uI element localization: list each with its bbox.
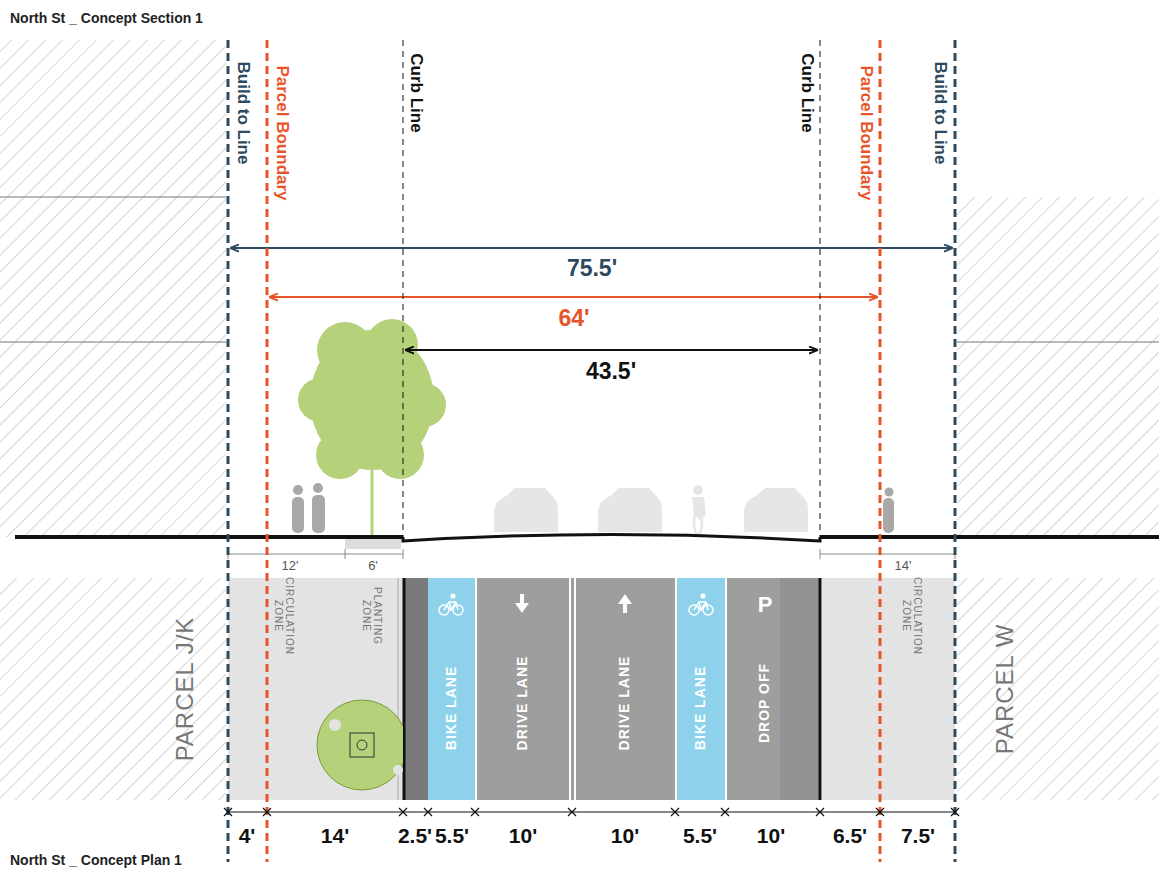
sidewalk-band: CIRCULATION ZONE bbox=[822, 578, 955, 800]
section-dims bbox=[228, 549, 955, 559]
drop-off-lane: P DROP OFF bbox=[727, 578, 820, 800]
dimension-tick bbox=[399, 808, 407, 816]
reference-line-label: Build to Line bbox=[234, 62, 253, 165]
dimension-tick bbox=[471, 808, 479, 816]
drive-lane: DRIVE LANE bbox=[477, 578, 570, 800]
dimension-label: 6' bbox=[368, 559, 378, 573]
dimension-label: 10' bbox=[509, 824, 537, 847]
width-dimensions bbox=[231, 248, 952, 350]
zone-label: PARCEL J/K bbox=[172, 617, 198, 762]
dimension-tick bbox=[721, 808, 729, 816]
bike-icon bbox=[439, 594, 463, 615]
tree-plan bbox=[317, 700, 403, 790]
zone-label: P bbox=[758, 593, 773, 617]
reference-lines bbox=[228, 40, 955, 862]
zone-label: DRIVE LANE bbox=[617, 656, 632, 751]
zone-label: CIRCULATION ZONE bbox=[273, 574, 295, 658]
section-title: North St _ Concept Section 1 bbox=[10, 10, 203, 26]
dimension-label: 12' bbox=[282, 559, 299, 573]
reference-line-label: Parcel Boundary bbox=[273, 65, 292, 200]
drive-lane: DRIVE LANE bbox=[577, 578, 676, 800]
zone-label: DROP OFF bbox=[757, 663, 772, 743]
bike-lane: BIKE LANE bbox=[677, 578, 725, 800]
parcel-area: PARCEL W bbox=[957, 578, 1159, 800]
dimension-label: 5.5' bbox=[683, 824, 717, 847]
dimension-label: 10' bbox=[611, 824, 639, 847]
plan-caption: North St _ Concept Plan 1 bbox=[10, 852, 182, 868]
dimension-tick bbox=[263, 808, 271, 816]
dimension-tick bbox=[671, 808, 679, 816]
dimension-tick bbox=[568, 808, 576, 816]
plan-fills bbox=[0, 578, 1159, 800]
parcel-area: PARCEL J/K bbox=[0, 578, 226, 800]
dimension-label: 7.5' bbox=[901, 824, 935, 847]
plan-dims bbox=[224, 808, 959, 816]
dimension-tick bbox=[816, 808, 824, 816]
zone-label: BIKE LANE bbox=[693, 666, 708, 750]
dimension-tick bbox=[951, 808, 959, 816]
dimension-label: 75.5' bbox=[567, 256, 617, 281]
building-section bbox=[0, 40, 1159, 537]
zone-label: DRIVE LANE bbox=[515, 656, 530, 751]
reference-line-label: Curb Line bbox=[407, 53, 426, 132]
sidewalk-band: CIRCULATION ZONEPLANTING ZONE bbox=[228, 578, 403, 800]
bike-icon bbox=[689, 594, 713, 615]
people-cars bbox=[292, 483, 894, 534]
bike-lane: BIKE LANE bbox=[428, 578, 475, 800]
zone-label: PARCEL W bbox=[992, 624, 1018, 755]
dimension-label: 64' bbox=[558, 306, 589, 331]
dimension-label: 10' bbox=[757, 824, 785, 847]
dimension-tick bbox=[224, 808, 232, 816]
tree-section bbox=[298, 319, 446, 549]
dimension-label: 6.5' bbox=[833, 824, 867, 847]
reference-line-label: Parcel Boundary bbox=[857, 65, 876, 200]
ground-line bbox=[15, 535, 1159, 542]
reference-line-label: Build to Line bbox=[931, 62, 950, 165]
dimension-tick bbox=[876, 808, 884, 816]
zone-label: CIRCULATION ZONE bbox=[901, 574, 923, 658]
dimension-label: 43.5' bbox=[586, 359, 636, 384]
reference-line-label: Curb Line bbox=[798, 53, 817, 132]
dimension-label: 4' bbox=[239, 824, 256, 847]
dimension-label: 14' bbox=[895, 559, 912, 573]
zone-label: BIKE LANE bbox=[444, 666, 459, 750]
dimension-label: 14' bbox=[321, 824, 349, 847]
dimension-tick bbox=[424, 808, 432, 816]
dimension-label: 2.5' bbox=[398, 824, 432, 847]
zone-label: PLANTING ZONE bbox=[361, 574, 383, 658]
direction-arrows bbox=[515, 594, 632, 613]
dimension-label: 5.5' bbox=[435, 824, 469, 847]
